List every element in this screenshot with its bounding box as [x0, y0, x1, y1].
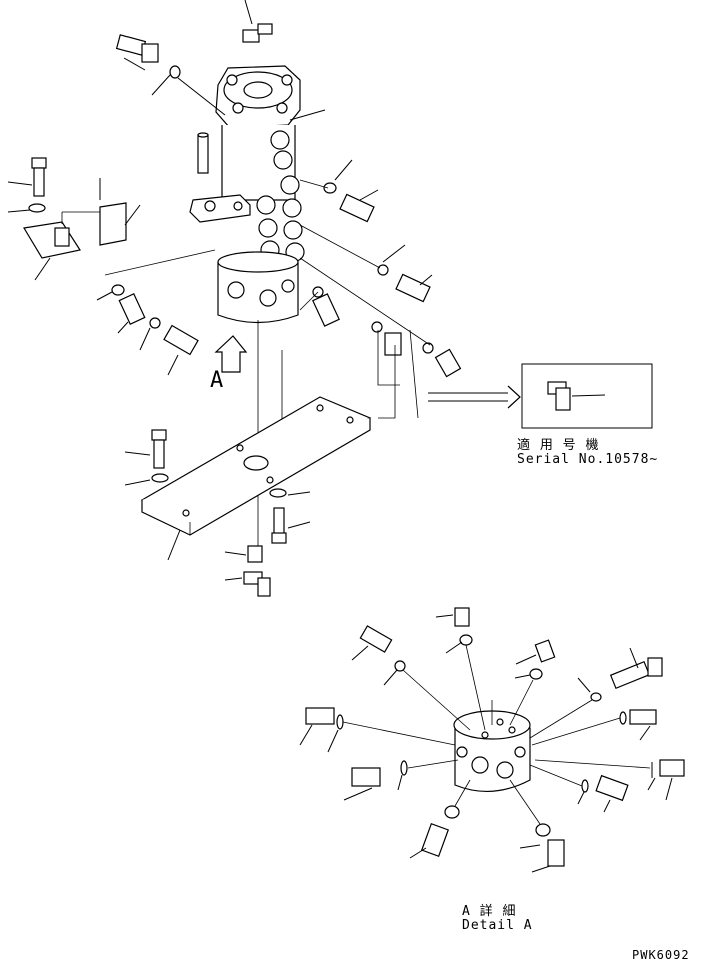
- serial-number-label: Serial No.10578~: [517, 452, 659, 467]
- base-bolts: [124, 429, 311, 597]
- top-fittings: [115, 0, 326, 121]
- detail-a-jp-label: A 詳 細: [462, 904, 517, 919]
- view-arrow-label: A: [210, 368, 225, 393]
- detail-a-en-label: Detail A: [462, 918, 533, 933]
- serial-inset: [428, 363, 653, 429]
- right-fittings: [299, 159, 462, 419]
- detail-a-block: [453, 700, 531, 793]
- base-plate: [140, 396, 372, 561]
- applicable-serial-jp-label: 適 用 号 機: [517, 438, 600, 453]
- left-fittings: [96, 249, 216, 376]
- drawing-code-label: PWK6092: [632, 948, 690, 962]
- left-bracket-parts: [7, 157, 141, 281]
- detail-a-fittings: [299, 607, 685, 873]
- view-arrow-a: [214, 335, 248, 373]
- swivel-joint-assembly: [189, 65, 305, 555]
